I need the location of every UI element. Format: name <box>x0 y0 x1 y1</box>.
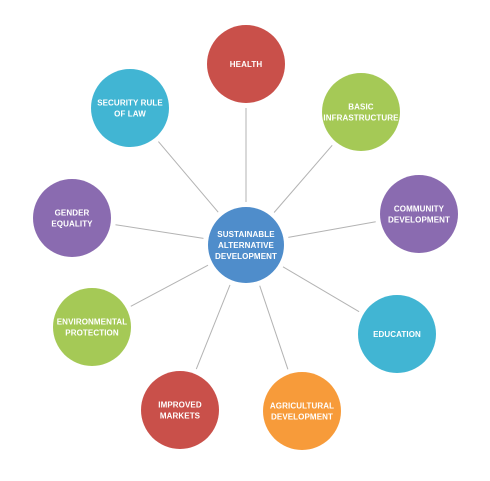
node-agricultural-development: AGRICULTURAL DEVELOPMENT <box>263 372 341 450</box>
node-health: HEALTH <box>207 25 285 103</box>
connector-education <box>282 266 360 313</box>
node-environmental-protection-label-line-1: ENVIRONMENTAL <box>57 318 127 327</box>
node-environmental-protection-circle <box>53 288 131 366</box>
connector-environmental-protection <box>130 264 209 307</box>
node-health-label-line-1: HEALTH <box>230 60 263 69</box>
node-gender-equality-label-line-1: GENDER <box>55 209 90 218</box>
node-education-label-line-1: EDUCATION <box>373 330 421 339</box>
node-security-rule-of-law-circle <box>91 69 169 147</box>
connector-agricultural-development <box>259 285 289 370</box>
node-community-development-label-line-2: DEVELOPMENT <box>388 216 450 225</box>
connector-improved-markets <box>195 284 231 370</box>
node-improved-markets-label-line-1: IMPROVED <box>158 401 202 410</box>
node-education-circle <box>358 295 436 373</box>
node-gender-equality-circle <box>33 179 111 257</box>
node-improved-markets-label-line-2: MARKETS <box>160 412 201 421</box>
node-community-development: COMMUNITY DEVELOPMENT <box>380 175 458 253</box>
connector-community-development <box>288 221 376 238</box>
node-basic-infrastructure-label-line-2: INFRASTRUCTURE <box>323 114 399 123</box>
node-environmental-protection-label-line-2: PROTECTION <box>65 329 119 338</box>
node-security-rule-of-law-label-line-2: OF LAW <box>114 110 146 119</box>
node-improved-markets-circle <box>141 371 219 449</box>
node-agricultural-development-label-line-1: AGRICULTURAL <box>270 402 334 411</box>
node-agricultural-development-label-line-2: DEVELOPMENT <box>271 413 333 422</box>
hub-label-line-2: ALTERNATIVE <box>218 241 274 250</box>
node-community-development-label-line-1: COMMUNITY <box>394 205 445 214</box>
hub-label-line-3: DEVELOPMENT <box>215 252 277 261</box>
node-education: EDUCATION <box>358 295 436 373</box>
node-gender-equality-label-line-2: EQUALITY <box>51 220 93 229</box>
node-environmental-protection: ENVIRONMENTAL PROTECTION <box>53 288 131 366</box>
node-agricultural-development-circle <box>263 372 341 450</box>
node-health-circle <box>207 25 285 103</box>
node-gender-equality: GENDER EQUALITY <box>33 179 111 257</box>
node-security-rule-of-law-label-line-1: SECURITY RULE <box>97 99 163 108</box>
hub-node: SUSTAINABLE ALTERNATIVE DEVELOPMENT <box>208 207 284 283</box>
node-security-rule-of-law: SECURITY RULE OF LAW <box>91 69 169 147</box>
connector-basic-infrastructure <box>273 144 333 213</box>
connector-security-rule-of-law <box>158 141 219 213</box>
connectors <box>115 108 376 370</box>
node-basic-infrastructure-circle <box>322 73 400 151</box>
hub-label-line-1: SUSTAINABLE <box>217 230 275 239</box>
hub-circle <box>208 207 284 283</box>
connector-gender-equality <box>115 224 204 239</box>
outer-nodes: HEALTH BASIC INFRASTRUCTURE COMMUNITY DEVELO… <box>33 25 458 450</box>
node-improved-markets: IMPROVED MARKETS <box>141 371 219 449</box>
node-basic-infrastructure: BASIC INFRASTRUCTURE <box>322 73 400 151</box>
node-basic-infrastructure-label-line-1: BASIC <box>348 103 374 112</box>
node-community-development-circle <box>380 175 458 253</box>
